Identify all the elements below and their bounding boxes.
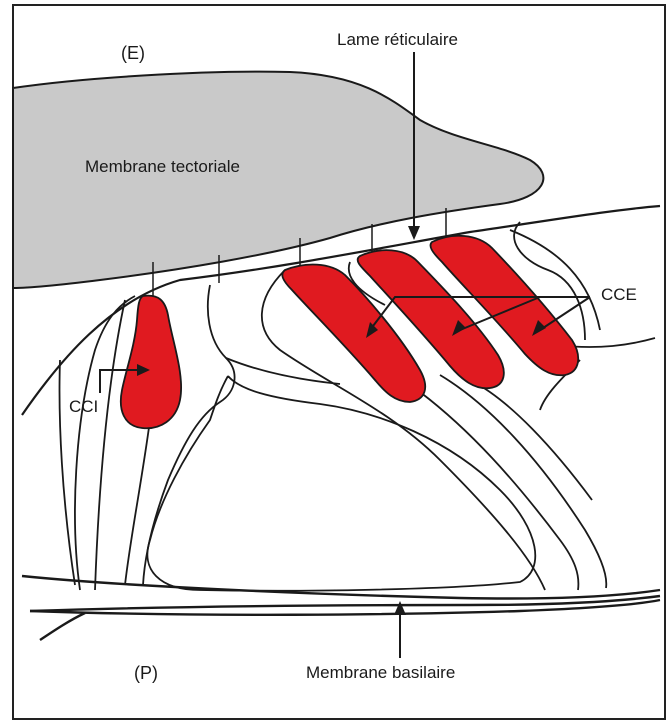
basilar-membrane: [22, 576, 660, 640]
label-cce: CCE: [601, 285, 637, 305]
label-lame-reticulaire: Lame réticulaire: [337, 30, 458, 50]
label-cci: CCI: [69, 397, 98, 417]
inner-hair-cell: [121, 296, 181, 429]
label-bottom-side: (P): [134, 663, 158, 684]
label-membrane-basilaire: Membrane basilaire: [306, 663, 455, 683]
label-membrane-tectoriale: Membrane tectoriale: [85, 157, 240, 177]
label-top-side: (E): [121, 43, 145, 64]
